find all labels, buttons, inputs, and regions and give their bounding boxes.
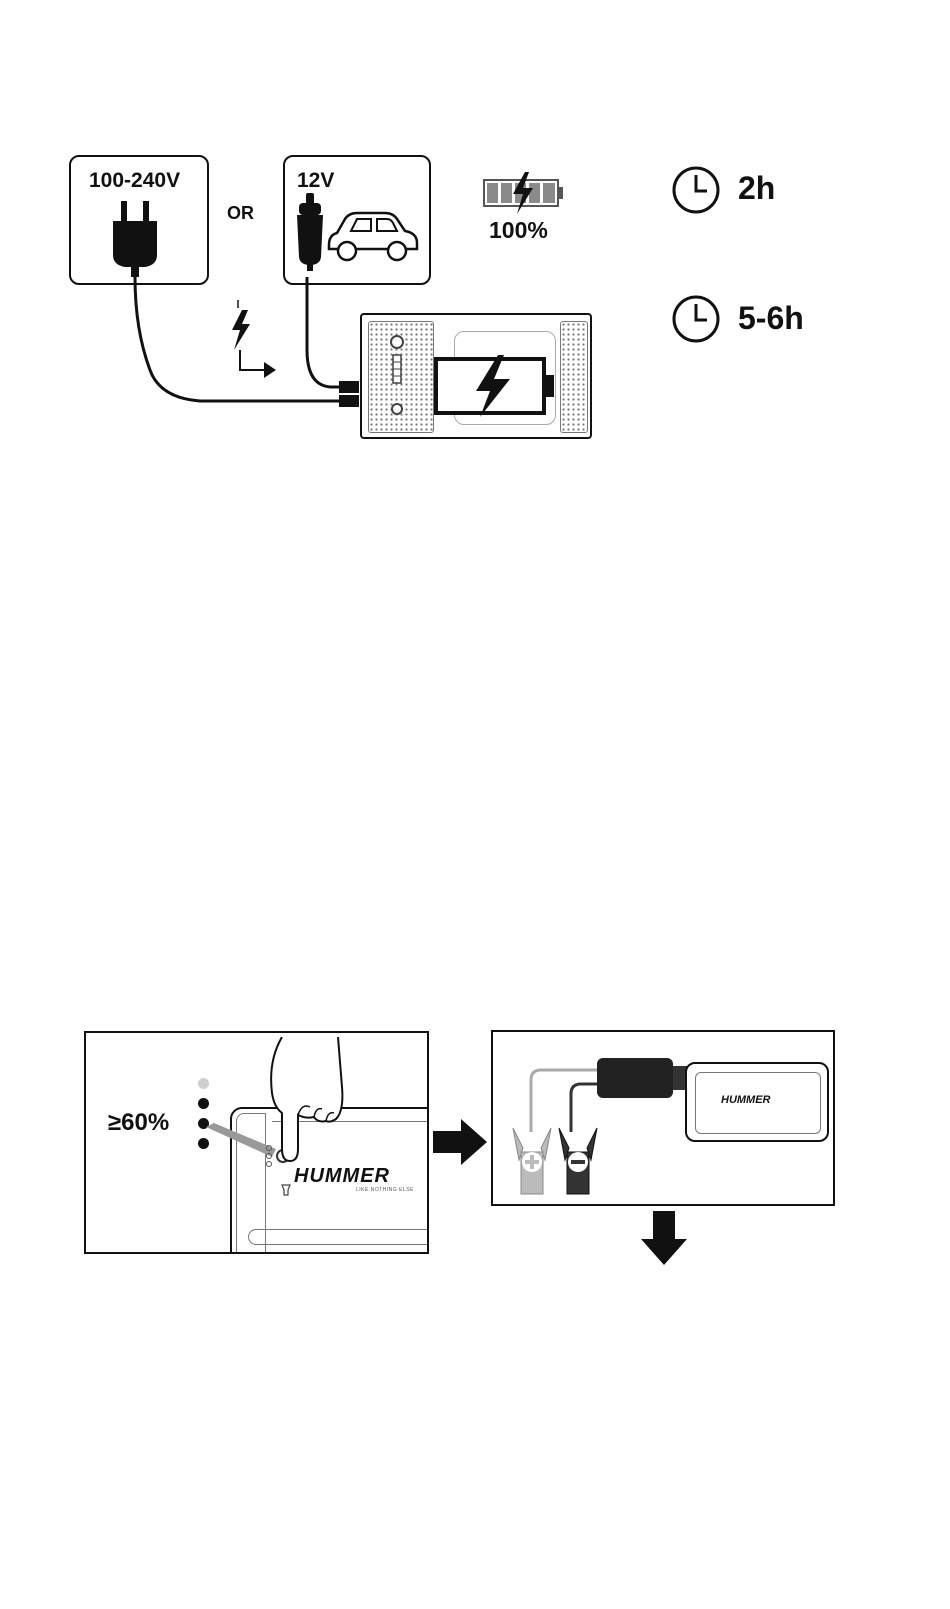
positive-clamp-icon	[509, 1124, 555, 1200]
brand-logo: HUMMER	[294, 1165, 390, 1188]
smart-connector	[597, 1058, 673, 1098]
check-level-panel: ≥60% HUMMER LIKE NOTHING ELSE	[84, 1031, 429, 1254]
device-ports-icon	[386, 333, 408, 419]
battery-level-label: ≥60%	[108, 1109, 169, 1137]
level-led-on	[198, 1098, 209, 1109]
arrow-right-icon	[433, 1119, 487, 1165]
arrow-down-icon	[641, 1211, 687, 1265]
negative-clamp-icon	[555, 1124, 601, 1200]
connect-clamps-panel: HUMMER	[491, 1030, 835, 1206]
device-grip-right	[560, 321, 588, 433]
finger-press-icon	[262, 1037, 352, 1165]
jump-starter-small: HUMMER	[685, 1062, 829, 1142]
brand-logo-small: HUMMER	[721, 1094, 771, 1106]
jump-starter-device	[360, 313, 592, 439]
device-bottom-edge	[248, 1229, 429, 1245]
level-led-off	[198, 1078, 209, 1089]
charging-battery-icon	[434, 353, 558, 419]
charging-arrow-icon	[228, 300, 280, 380]
brand-tagline: LIKE NOTHING ELSE	[356, 1187, 414, 1193]
light-icon	[280, 1183, 292, 1197]
